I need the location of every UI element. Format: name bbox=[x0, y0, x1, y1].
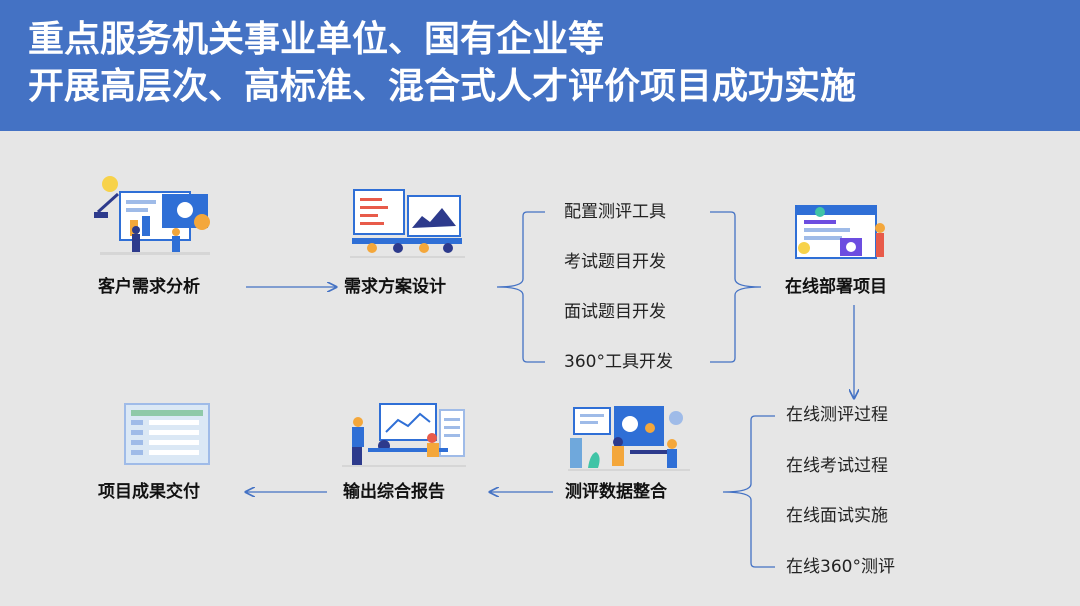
online-step-1: 在线测评过程 bbox=[786, 405, 888, 425]
analysis-illustration bbox=[94, 176, 210, 255]
design-step-3: 面试题目开发 bbox=[564, 302, 666, 322]
node-needs-analysis: 客户需求分析 bbox=[98, 277, 200, 297]
deploy-illustration bbox=[795, 205, 885, 259]
bracket-online-steps bbox=[722, 415, 775, 568]
header-banner: 重点服务机关事业单位、国有企业等 开展高层次、高标准、混合式人才评价项目成功实施 bbox=[0, 0, 1080, 131]
online-step-4: 在线360°测评 bbox=[786, 557, 895, 577]
node-online-deploy: 在线部署项目 bbox=[785, 277, 887, 297]
deliverables-illustration bbox=[124, 403, 210, 465]
report-illustration bbox=[342, 403, 466, 467]
bracket-design-steps-right bbox=[710, 211, 762, 363]
design-illustration bbox=[350, 189, 465, 258]
design-step-1: 配置测评工具 bbox=[564, 202, 666, 222]
bracket-design-steps-left bbox=[496, 211, 545, 363]
node-solution-design: 需求方案设计 bbox=[344, 277, 446, 297]
design-step-4: 360°工具开发 bbox=[564, 352, 673, 372]
online-step-3: 在线面试实施 bbox=[786, 506, 888, 526]
online-step-2: 在线考试过程 bbox=[786, 456, 888, 476]
page-title-line-2: 开展高层次、高标准、混合式人才评价项目成功实施 bbox=[28, 66, 857, 107]
design-step-2: 考试题目开发 bbox=[564, 252, 666, 272]
data-integration-illustration bbox=[568, 406, 690, 471]
node-report-output: 输出综合报告 bbox=[343, 482, 445, 502]
node-data-integration: 测评数据整合 bbox=[565, 482, 667, 502]
page-title-line-1: 重点服务机关事业单位、国有企业等 bbox=[28, 19, 605, 60]
node-deliverables: 项目成果交付 bbox=[98, 482, 200, 502]
